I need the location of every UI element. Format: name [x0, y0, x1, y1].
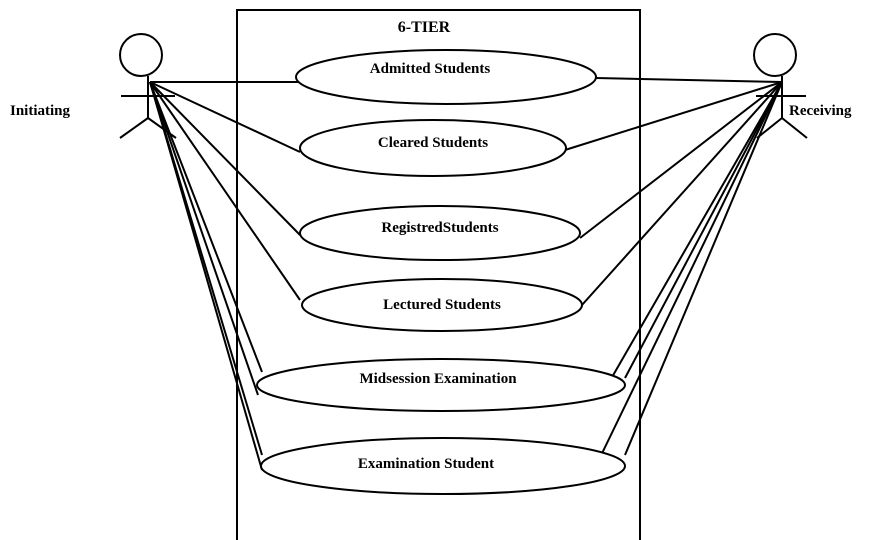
use-case-label: Examination Student — [358, 456, 494, 472]
actor-initiating[interactable]: Initiating — [10, 33, 177, 139]
use-case-shape — [299, 205, 581, 261]
actor-label-receiving: Receiving — [789, 103, 852, 119]
use-case-shape — [295, 49, 597, 105]
use-case-shape — [256, 358, 626, 412]
use-case-label: Midsession Examination — [359, 371, 517, 387]
use-case-cleared-students[interactable]: Cleared Students — [299, 119, 567, 177]
use-case-lectured-students[interactable]: Lectured Students — [301, 278, 583, 332]
use-case-midsession-examination[interactable]: Midsession Examination — [256, 358, 626, 412]
association-line — [579, 81, 783, 239]
use-case-examination-student[interactable]: Examination Student — [260, 437, 626, 495]
actor-leg-right — [147, 117, 177, 139]
use-case-registred-students[interactable]: RegistredStudents — [299, 205, 581, 261]
association-line — [624, 81, 783, 379]
use-case-admitted-students[interactable]: Admitted Students — [295, 49, 597, 105]
actor-receiving[interactable]: Receiving — [753, 33, 852, 139]
use-case-shape — [299, 119, 567, 177]
system-title: 6-TIER — [398, 19, 451, 36]
association-line — [591, 81, 783, 475]
actor-leg-left — [119, 117, 149, 139]
association-line — [599, 81, 783, 399]
actor-head — [119, 33, 163, 77]
actor-label-initiating: Initiating — [10, 103, 71, 119]
association-line — [581, 81, 783, 306]
association-line — [149, 81, 301, 301]
use-case-label: Lectured Students — [383, 297, 501, 313]
association-line — [624, 81, 783, 456]
association-line — [595, 77, 783, 83]
association-line — [564, 81, 783, 151]
association-line — [149, 81, 301, 153]
associations — [149, 77, 783, 475]
actor-leg-left — [756, 117, 783, 139]
actor-head — [753, 33, 797, 77]
association-line — [149, 81, 301, 236]
association-line — [149, 81, 263, 373]
association-line — [149, 81, 259, 396]
actor-leg-right — [781, 117, 808, 139]
use-case-shape — [301, 278, 583, 332]
use-case-label: Cleared Students — [378, 135, 488, 151]
system-boundary — [236, 9, 641, 540]
use-case-label: Admitted Students — [370, 61, 491, 77]
use-case-label: RegistredStudents — [381, 220, 498, 236]
use-case-shape — [260, 437, 626, 495]
association-line — [149, 81, 263, 471]
